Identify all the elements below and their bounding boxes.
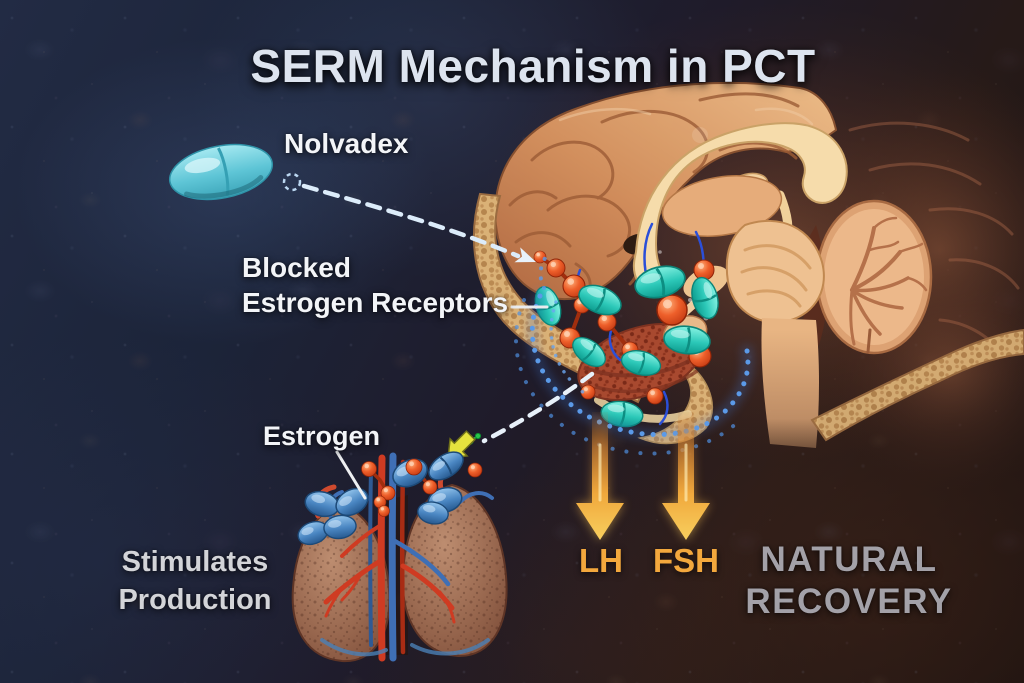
natural-recovery-label: NATURAL RECOVERY: [730, 539, 968, 623]
nolvadex-pill-icon: [168, 143, 274, 201]
blocked-receptors-label: Blocked Estrogen Receptors: [242, 250, 508, 320]
recovery-line2: RECOVERY: [745, 582, 953, 621]
recovery-line1: NATURAL: [760, 540, 938, 579]
blocked-receptors-line2: Estrogen Receptors: [242, 287, 509, 318]
spinal-cord: [761, 318, 819, 448]
fsh-label: FSH: [653, 542, 719, 579]
cerebellum: [815, 199, 933, 355]
stimulates-line2: Production: [118, 584, 272, 616]
lh-label: LH: [579, 542, 623, 579]
page-title: SERM Mechanism in PCT: [250, 40, 816, 92]
testes-illustration: [291, 451, 508, 663]
dashed-arrow-pituitary-to-testes-icon: [447, 371, 595, 459]
stimulates-production-label: Stimulates Production: [108, 543, 282, 619]
estrogen-label: Estrogen: [263, 421, 381, 451]
blocked-receptors-line1: Blocked: [242, 252, 351, 283]
stimulates-line1: Stimulates: [121, 546, 269, 578]
nolvadex-label: Nolvadex: [284, 128, 409, 159]
